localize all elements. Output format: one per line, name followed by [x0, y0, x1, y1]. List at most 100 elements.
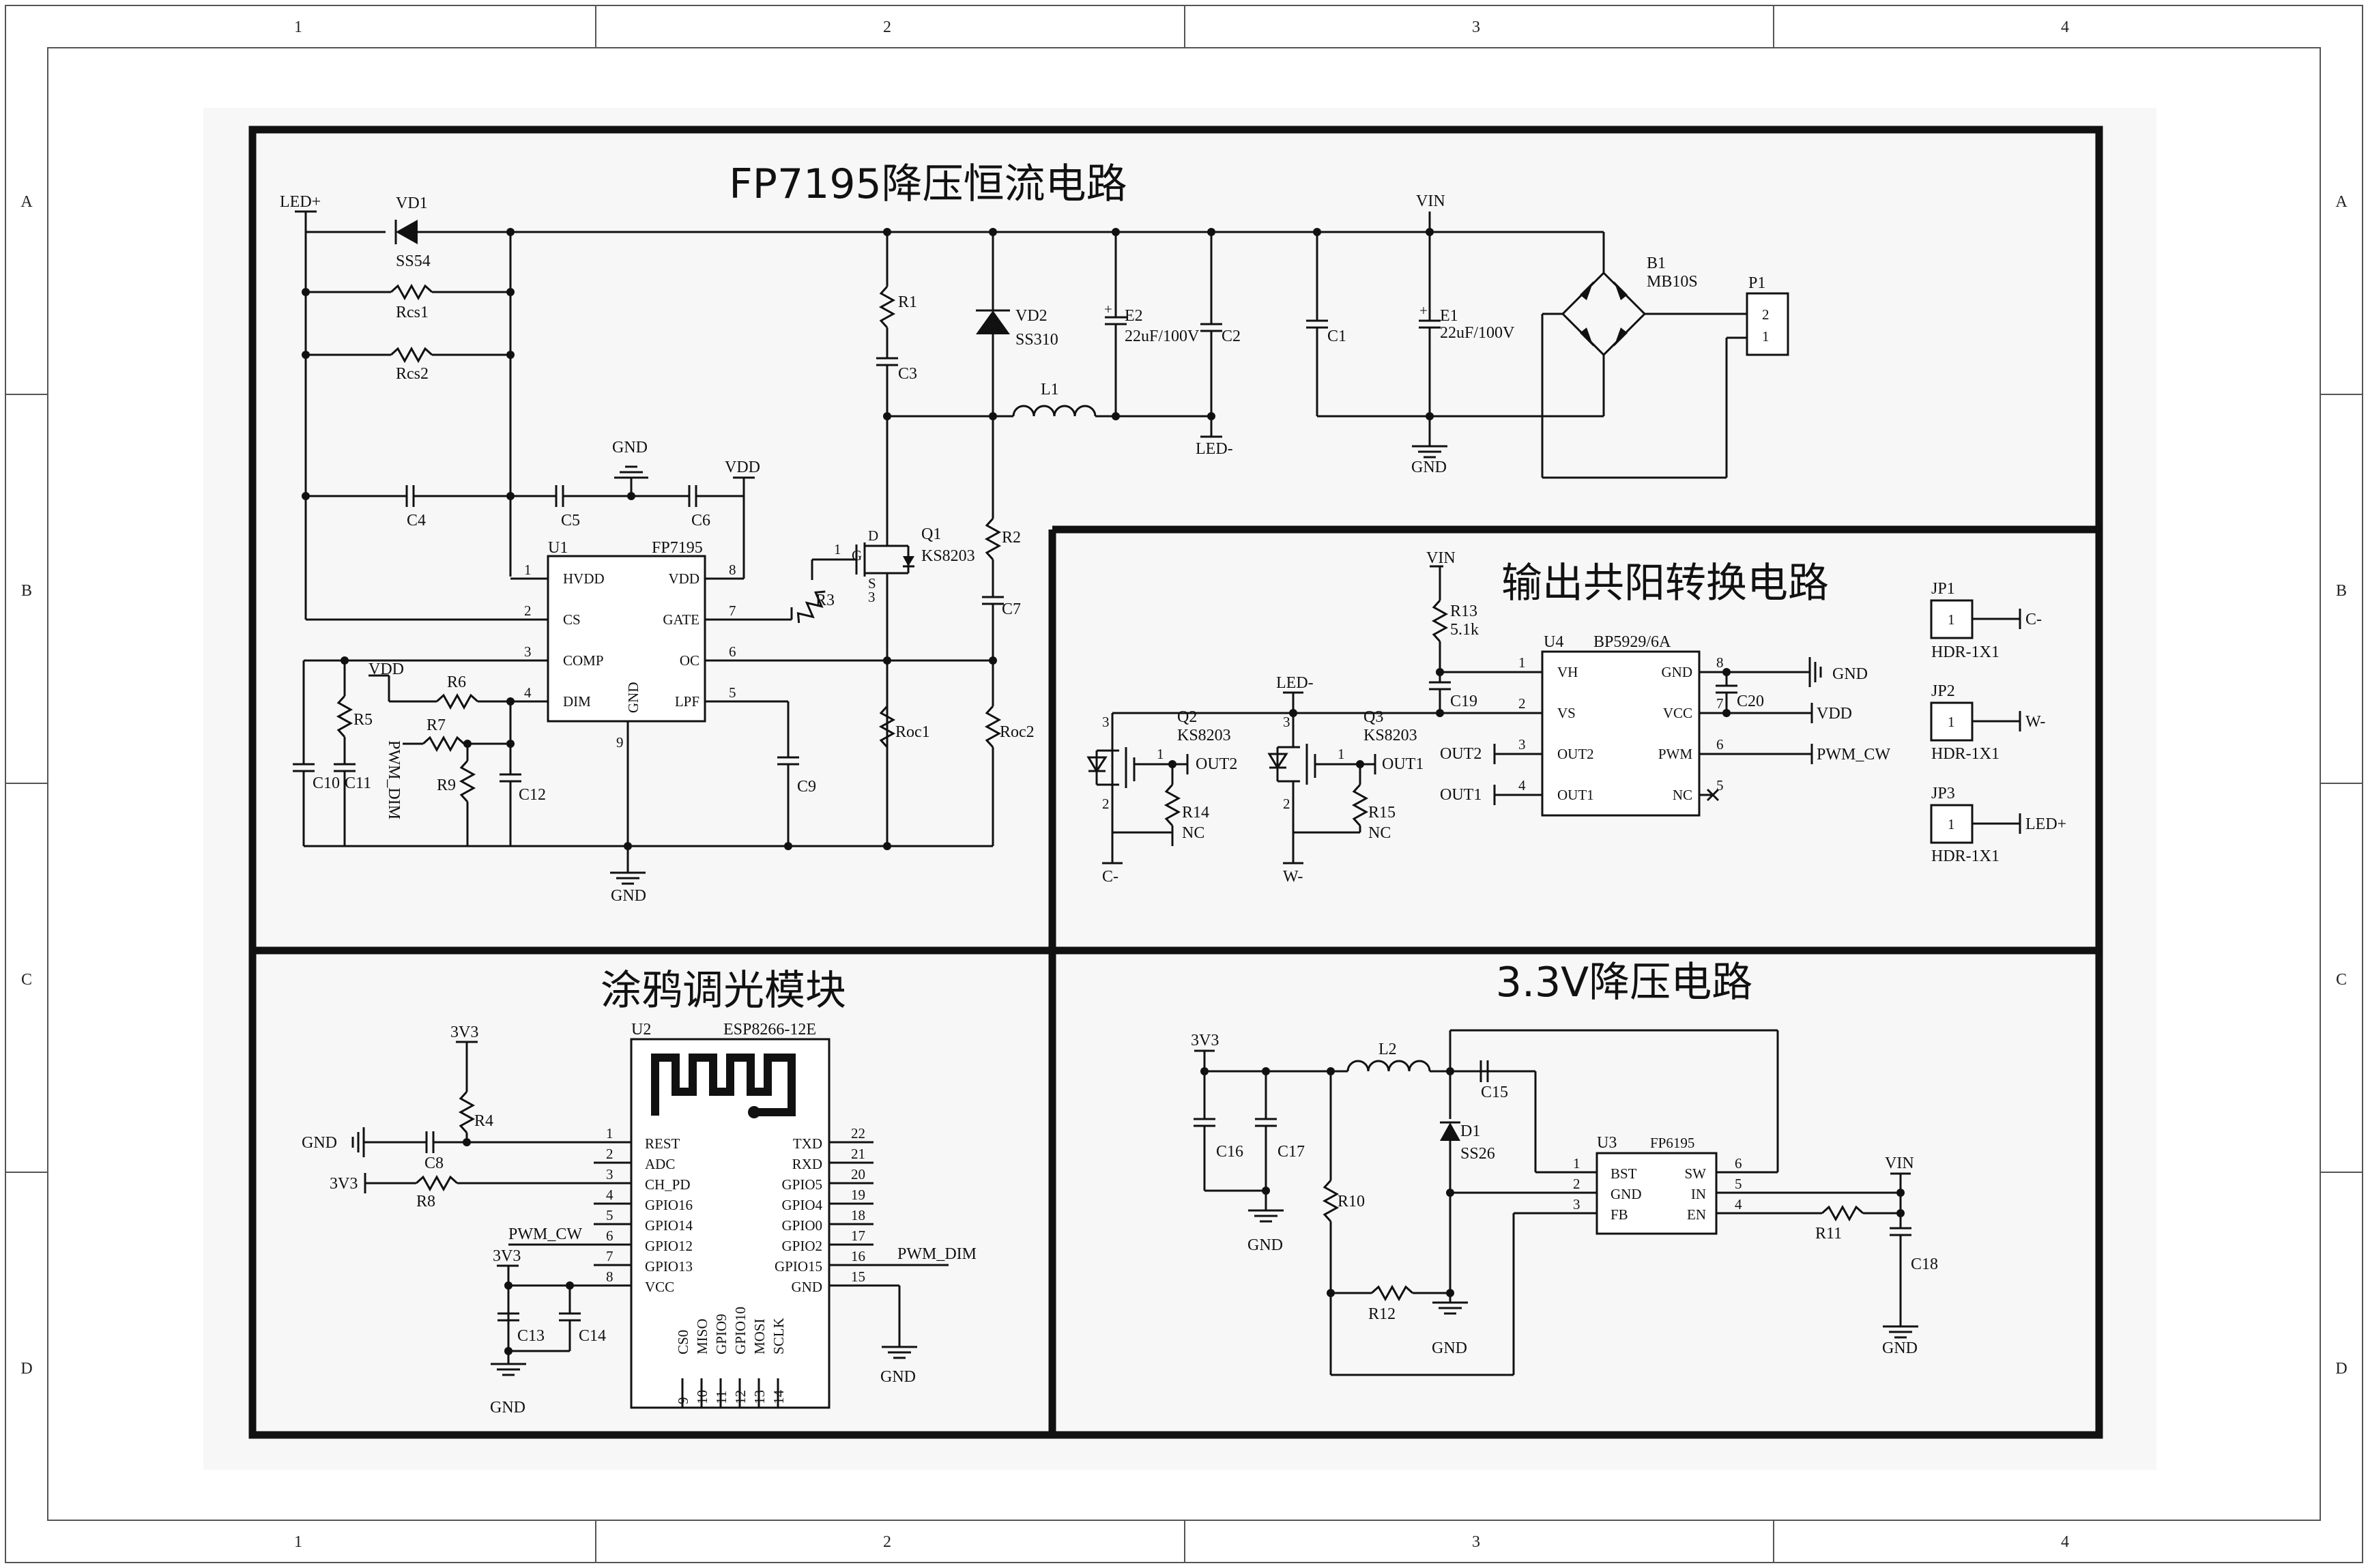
net-gnd-u4: GND — [1832, 665, 1868, 683]
net-gnd-e1: GND — [1411, 459, 1447, 476]
u4-part: BP5929/6A — [1593, 633, 1671, 651]
u1-pin-vdd: VDD — [669, 570, 700, 587]
net-vin-r13: VIN — [1426, 549, 1456, 567]
q3-pin-2: 2 — [1283, 796, 1290, 812]
net-gnd-bottom: GND — [611, 887, 646, 905]
u3-pin-5: 5 — [1735, 1176, 1742, 1192]
mosfet-q3 — [1267, 713, 1365, 846]
frame-row-c-right: C — [2336, 971, 2347, 989]
net-gnd-top: GND — [612, 439, 648, 456]
u2-pin-gpio16: GPIO16 — [645, 1197, 693, 1213]
net-pwm-cw-u2: PWM_CW — [508, 1225, 582, 1243]
u2-pin-gpio5: GPIO5 — [781, 1176, 822, 1193]
u2-pin-13: 13 — [751, 1390, 768, 1404]
u4-pin-vs: VS — [1557, 705, 1576, 721]
c15-ref: C15 — [1481, 1084, 1508, 1101]
u2-pin-gnd: GND — [792, 1279, 823, 1295]
frame-col-3-bottom: 3 — [1472, 1533, 1480, 1551]
vd1-part: SS54 — [396, 252, 431, 270]
u4-pin-pwm: PWM — [1658, 746, 1693, 762]
r13-ref: R13 — [1450, 602, 1477, 620]
ic-u2 — [630, 1038, 831, 1409]
u4-pin-vcc: VCC — [1663, 705, 1692, 721]
u1-pin-9: 9 — [616, 734, 624, 751]
c17-ref: C17 — [1277, 1143, 1305, 1161]
u1-pin-cs: CS — [563, 611, 581, 628]
q1-pin-g: G — [852, 547, 862, 564]
u2-pin-miso: MISO — [694, 1318, 710, 1354]
b1-ref: B1 — [1647, 255, 1666, 272]
u1-pin-gate: GATE — [663, 611, 699, 628]
u2-pin-gpio13: GPIO13 — [645, 1258, 693, 1275]
u2-pin-19: 19 — [851, 1187, 865, 1203]
u4-pin-out1: OUT1 — [1557, 787, 1594, 803]
jp3-ref: JP3 — [1931, 785, 1955, 802]
c9-ref: C9 — [797, 778, 816, 796]
r7-ref: R7 — [427, 716, 446, 734]
u1-pin-comp: COMP — [563, 652, 604, 669]
u1-pin-8: 8 — [729, 562, 736, 578]
u3-part: FP6195 — [1650, 1135, 1694, 1151]
u4-pin-1: 1 — [1518, 654, 1526, 671]
c4-ref: C4 — [407, 512, 426, 529]
e1-value: 22uF/100V — [1440, 324, 1515, 342]
u1-pin-hvdd: HVDD — [563, 570, 605, 587]
u2-pin-vcc: VCC — [645, 1279, 674, 1295]
c10-ref: C10 — [313, 774, 340, 792]
u1-pin-6: 6 — [729, 643, 736, 660]
frame-row-b: B — [21, 582, 32, 600]
u1-pin-7: 7 — [729, 602, 736, 619]
net-vin-top: VIN — [1416, 192, 1445, 210]
q3-pin-1: 1 — [1338, 746, 1345, 762]
d1-part: SS26 — [1460, 1145, 1495, 1163]
common-anode-circuit: VIN R13 5.1k C19 LED- U4 BP5929/6A VH VS… — [1086, 549, 2066, 886]
ic-u4 — [1541, 650, 1701, 817]
r13-value: 5.1k — [1450, 621, 1479, 639]
u2-pin-16: 16 — [851, 1248, 865, 1264]
u4-pin-2: 2 — [1518, 695, 1526, 712]
u2-pin-adc: ADC — [645, 1156, 675, 1172]
r3-ref: R3 — [815, 592, 835, 609]
board-background — [203, 108, 2156, 1470]
u1-pin-3: 3 — [524, 643, 532, 660]
u2-pin-cs0: CS0 — [675, 1330, 691, 1354]
c5-ref: C5 — [561, 512, 580, 529]
r8-ref: R8 — [416, 1193, 435, 1210]
u2-pin-txd: TXD — [793, 1135, 822, 1152]
u1-ref: U1 — [548, 539, 568, 557]
c11-ref: C11 — [345, 774, 371, 792]
u2-pin-sclk: SCLK — [770, 1318, 787, 1354]
r4-ref: R4 — [474, 1112, 493, 1130]
u2-pin-ch-pd: CH_PD — [645, 1176, 691, 1193]
jp1-part: HDR-1X1 — [1931, 643, 1999, 661]
panel-borders — [248, 126, 2103, 1439]
u2-ref: U2 — [631, 1021, 651, 1039]
p1-pin-1: 1 — [1762, 328, 1770, 345]
u3-pin-sw: SW — [1685, 1165, 1707, 1182]
rcs1-ref: Rcs1 — [396, 304, 429, 321]
u2-pin-15: 15 — [851, 1268, 865, 1285]
ic-u1 — [547, 555, 706, 723]
u3-pin-1: 1 — [1573, 1155, 1580, 1172]
net-gnd-c17: GND — [1247, 1236, 1283, 1254]
e1-plus: + — [1419, 302, 1428, 319]
u2-pin-22: 22 — [851, 1125, 865, 1142]
u2-pin-14: 14 — [770, 1390, 787, 1405]
u2-pin-gpio4: GPIO4 — [781, 1197, 822, 1213]
net-3v3-buck: 3V3 — [1191, 1032, 1219, 1049]
jp3-net: LED+ — [2025, 815, 2066, 833]
r2-ref: R2 — [1002, 529, 1021, 547]
connector-p1 — [1746, 292, 1789, 356]
u3-pin-6: 6 — [1735, 1155, 1742, 1172]
q2-pin-3: 3 — [1102, 714, 1110, 730]
r14-ref: R14 — [1182, 804, 1209, 822]
u2-pin-1: 1 — [606, 1125, 613, 1142]
frame-col-1: 1 — [294, 18, 302, 36]
q1-pin-s: S — [868, 575, 876, 592]
u4-pin-6: 6 — [1716, 736, 1724, 753]
jp2-part: HDR-1X1 — [1931, 745, 1999, 763]
frame-col-4: 4 — [2061, 18, 2069, 36]
panel-title-tuya: 涂鸦调光模块 — [601, 967, 846, 1015]
c8-ref: C8 — [424, 1155, 444, 1172]
u1-pin-1: 1 — [524, 562, 532, 578]
